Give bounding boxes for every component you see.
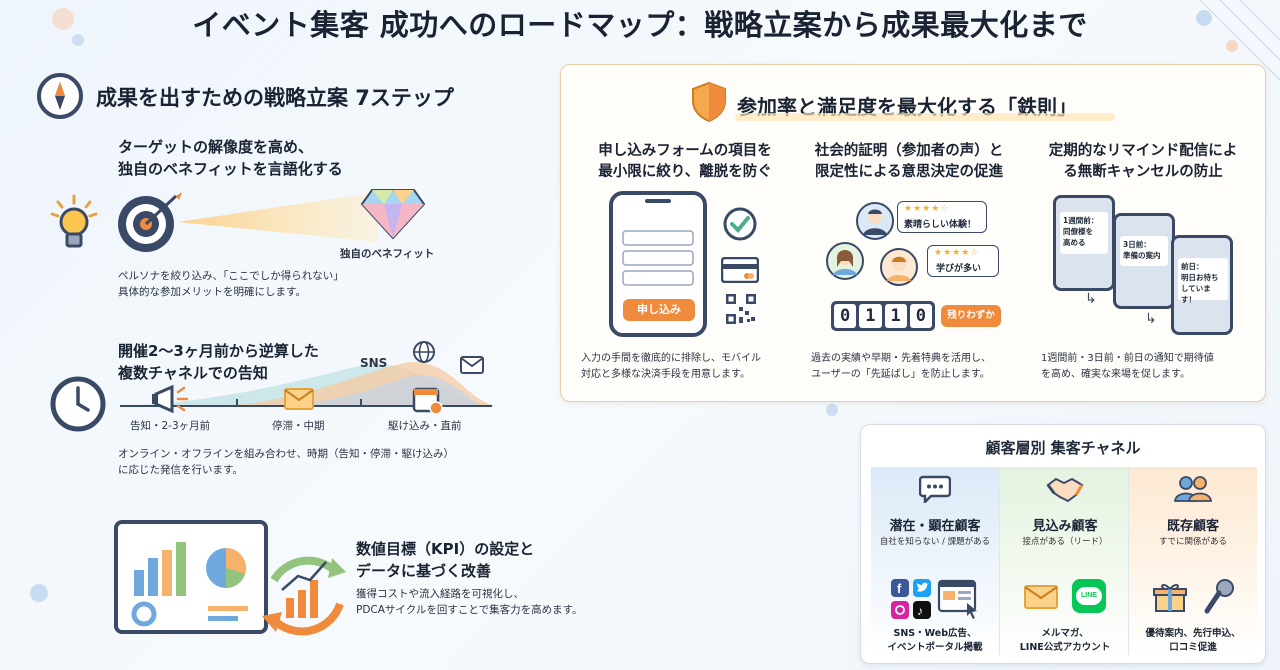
mail-icon: [1024, 585, 1058, 613]
svg-text:♪: ♪: [917, 604, 923, 618]
deco-circle: [72, 34, 84, 46]
rule2-desc: 過去の実績や早期・先着特典を活用し、 ユーザーの「先延ばし」を防止します。: [811, 353, 991, 380]
globe-icon: [412, 340, 436, 368]
deco-circle: [30, 584, 48, 602]
step3-desc: 獲得コストや流入経路を可視化し、 PDCAサイクルを回すことで集客力を高めます。: [356, 588, 583, 616]
segment-sub: すでに関係がある: [1158, 537, 1228, 547]
reminder-message: 1週間前：同僚様を高める: [1060, 212, 1108, 254]
deco-circle: [52, 8, 74, 30]
counter-digit: 1: [884, 304, 907, 328]
dashboard-illustration: [114, 520, 354, 654]
segment-title: 既存顧客: [1166, 519, 1219, 534]
step1-desc: ペルソナを絞り込み、「ここでしか得られない」 具体的な参加メリットを明確にします…: [118, 270, 344, 298]
segment-existing: 既存顧客 すでに関係がある 優待案内、先行申込、口コミ促進: [1129, 467, 1257, 655]
segment-sub: 接点がある（リード）: [1022, 537, 1108, 547]
review-bubble: ★★★★☆ 素晴らしい体験！: [897, 201, 987, 233]
sns-label: SNS: [360, 356, 388, 370]
compass-icon: [36, 72, 84, 124]
envelope-icon: [284, 388, 314, 414]
rule2-title: 社会的証明（参加者の声）と 限定性による意思決定の促進: [814, 143, 1004, 180]
credit-card-icon: [720, 256, 760, 287]
arrow-icon: ↳: [1145, 311, 1157, 327]
deco-lines: [1180, 0, 1280, 94]
reminder-phone: 3日前：準備の案内: [1113, 213, 1175, 309]
review2-text: 学びが多い: [936, 264, 982, 274]
check-icon: [723, 207, 757, 245]
avatar: [825, 241, 865, 285]
megaphone-icon: [150, 384, 190, 418]
reminder-phone: 1週間前：同僚様を高める: [1053, 195, 1115, 291]
rule3-title: 定期的なリマインド配信によ る無断キャンセルの防止: [1048, 143, 1238, 180]
step2-desc: オンライン・オフラインを組み合わせ、時期（告知・停滞・駆け込み） に応じた発信を…: [118, 448, 454, 476]
segment-potential: 潜在・顕在顧客 自社を知らない / 課題がある f ♪ SNS・Web広告、イベ…: [871, 467, 999, 655]
segment-title: 潜在・顕在顧客: [889, 519, 981, 534]
social-icons: f ♪: [891, 579, 981, 625]
microphone-icon: [1203, 579, 1235, 619]
channels-heading: 顧客層別 集客チャネル: [985, 439, 1141, 457]
page-title: イベント集客 成功へのロードマップ：戦略立案から成果最大化まで: [192, 8, 1088, 42]
rule3-desc: 1週間前・3日前・前日の通知で期待値 を高め、確実な来場を促します。: [1041, 353, 1214, 380]
reminder-message: 3日前：準備の案内: [1120, 236, 1168, 266]
step2-title: 開催2〜3ヶ月前から逆算した 複数チャネルでの告知: [118, 342, 319, 382]
segment-sub: 自社を知らない / 課題がある: [879, 537, 991, 547]
segment-prospect: 見込み顧客 接点がある（リード） LINE メルマガ、LINE公式アカウント: [999, 467, 1129, 655]
rule1-title: 申し込みフォームの項目を 最小限に絞り、離脱を防ぐ: [598, 143, 772, 180]
calendar-icon: [412, 384, 444, 420]
arrow-icon: ↳: [1085, 291, 1097, 307]
svg-text:f: f: [897, 581, 902, 596]
phase3-label: 駆け込み・直前: [388, 420, 462, 432]
heading-underline: [735, 113, 1115, 121]
diamond-icon: [360, 188, 426, 244]
lightbulb-icon: [46, 194, 102, 260]
clock-icon: [50, 376, 106, 436]
counter-digit: 1: [859, 304, 882, 328]
reminder-phone: 前日：明日お待ちしています！: [1171, 235, 1233, 335]
remaining-badge: 残りわずか: [941, 305, 1001, 327]
star-rating: ★★★★☆: [934, 248, 980, 258]
phase1-label: 告知・2-3ヶ月前: [130, 420, 211, 432]
reminder-message: 前日：明日お待ちしています！: [1178, 258, 1228, 304]
deco-circle: [826, 404, 838, 416]
tick: [360, 399, 362, 407]
counter-digit: 0: [909, 304, 932, 328]
channels-card: 顧客層別 集客チャネル 潜在・顕在顧客 自社を知らない / 課題がある f ♪ …: [860, 424, 1266, 664]
counter-digit: 0: [834, 304, 857, 328]
mail-icon: [460, 356, 484, 378]
apply-button[interactable]: 申し込み: [623, 299, 695, 321]
segment-channels: SNS・Web広告、イベントポータル掲載: [887, 628, 983, 653]
line-icon: LINE: [1072, 579, 1106, 613]
deco-circle: [1226, 40, 1238, 52]
deco-circle: [1196, 10, 1212, 26]
star-rating: ★★★★☆: [904, 204, 950, 214]
benefit-label: 独自のベネフィット: [340, 248, 435, 260]
chat-bubble-icon: [918, 475, 952, 507]
segment-channels: 優待案内、先行申込、口コミ促進: [1145, 628, 1241, 653]
beam-shape: [178, 192, 378, 246]
segment-title: 見込み顧客: [1032, 519, 1098, 534]
left-heading: 成果を出すための戦略立案 7ステップ: [96, 86, 454, 110]
segment-channels: メルマガ、LINE公式アカウント: [1019, 628, 1111, 653]
target-icon: [116, 190, 186, 258]
rules-card: 参加率と満足度を最大化する「鉄則」 申し込みフォームの項目を 最小限に絞り、離脱…: [560, 64, 1266, 402]
phase2-label: 停滞・中期: [272, 420, 325, 432]
line-badge: LINE: [1076, 587, 1102, 605]
seat-counter: 0 1 1 0: [831, 301, 935, 331]
avatar: [879, 247, 919, 291]
shield-icon: [691, 81, 727, 127]
step3-title: 数値目標（KPI）の設定と データに基づく改善: [356, 540, 535, 580]
rule1-desc: 入力の手間を徹底的に排除し、モバイル 対応と多様な決済手段を用意します。: [581, 353, 761, 380]
handshake-icon: [1046, 475, 1084, 507]
tick: [236, 399, 238, 407]
qr-code-icon: [725, 293, 757, 329]
review-bubble: ★★★★☆ 学びが多い: [927, 245, 999, 277]
avatar: [855, 201, 895, 245]
gift-icon: [1153, 581, 1187, 617]
review1-text: 素晴らしい体験！: [904, 220, 977, 230]
users-icon: [1173, 475, 1213, 507]
step1-title: ターゲットの解像度を高め、 独自のベネフィットを言語化する: [118, 138, 343, 178]
